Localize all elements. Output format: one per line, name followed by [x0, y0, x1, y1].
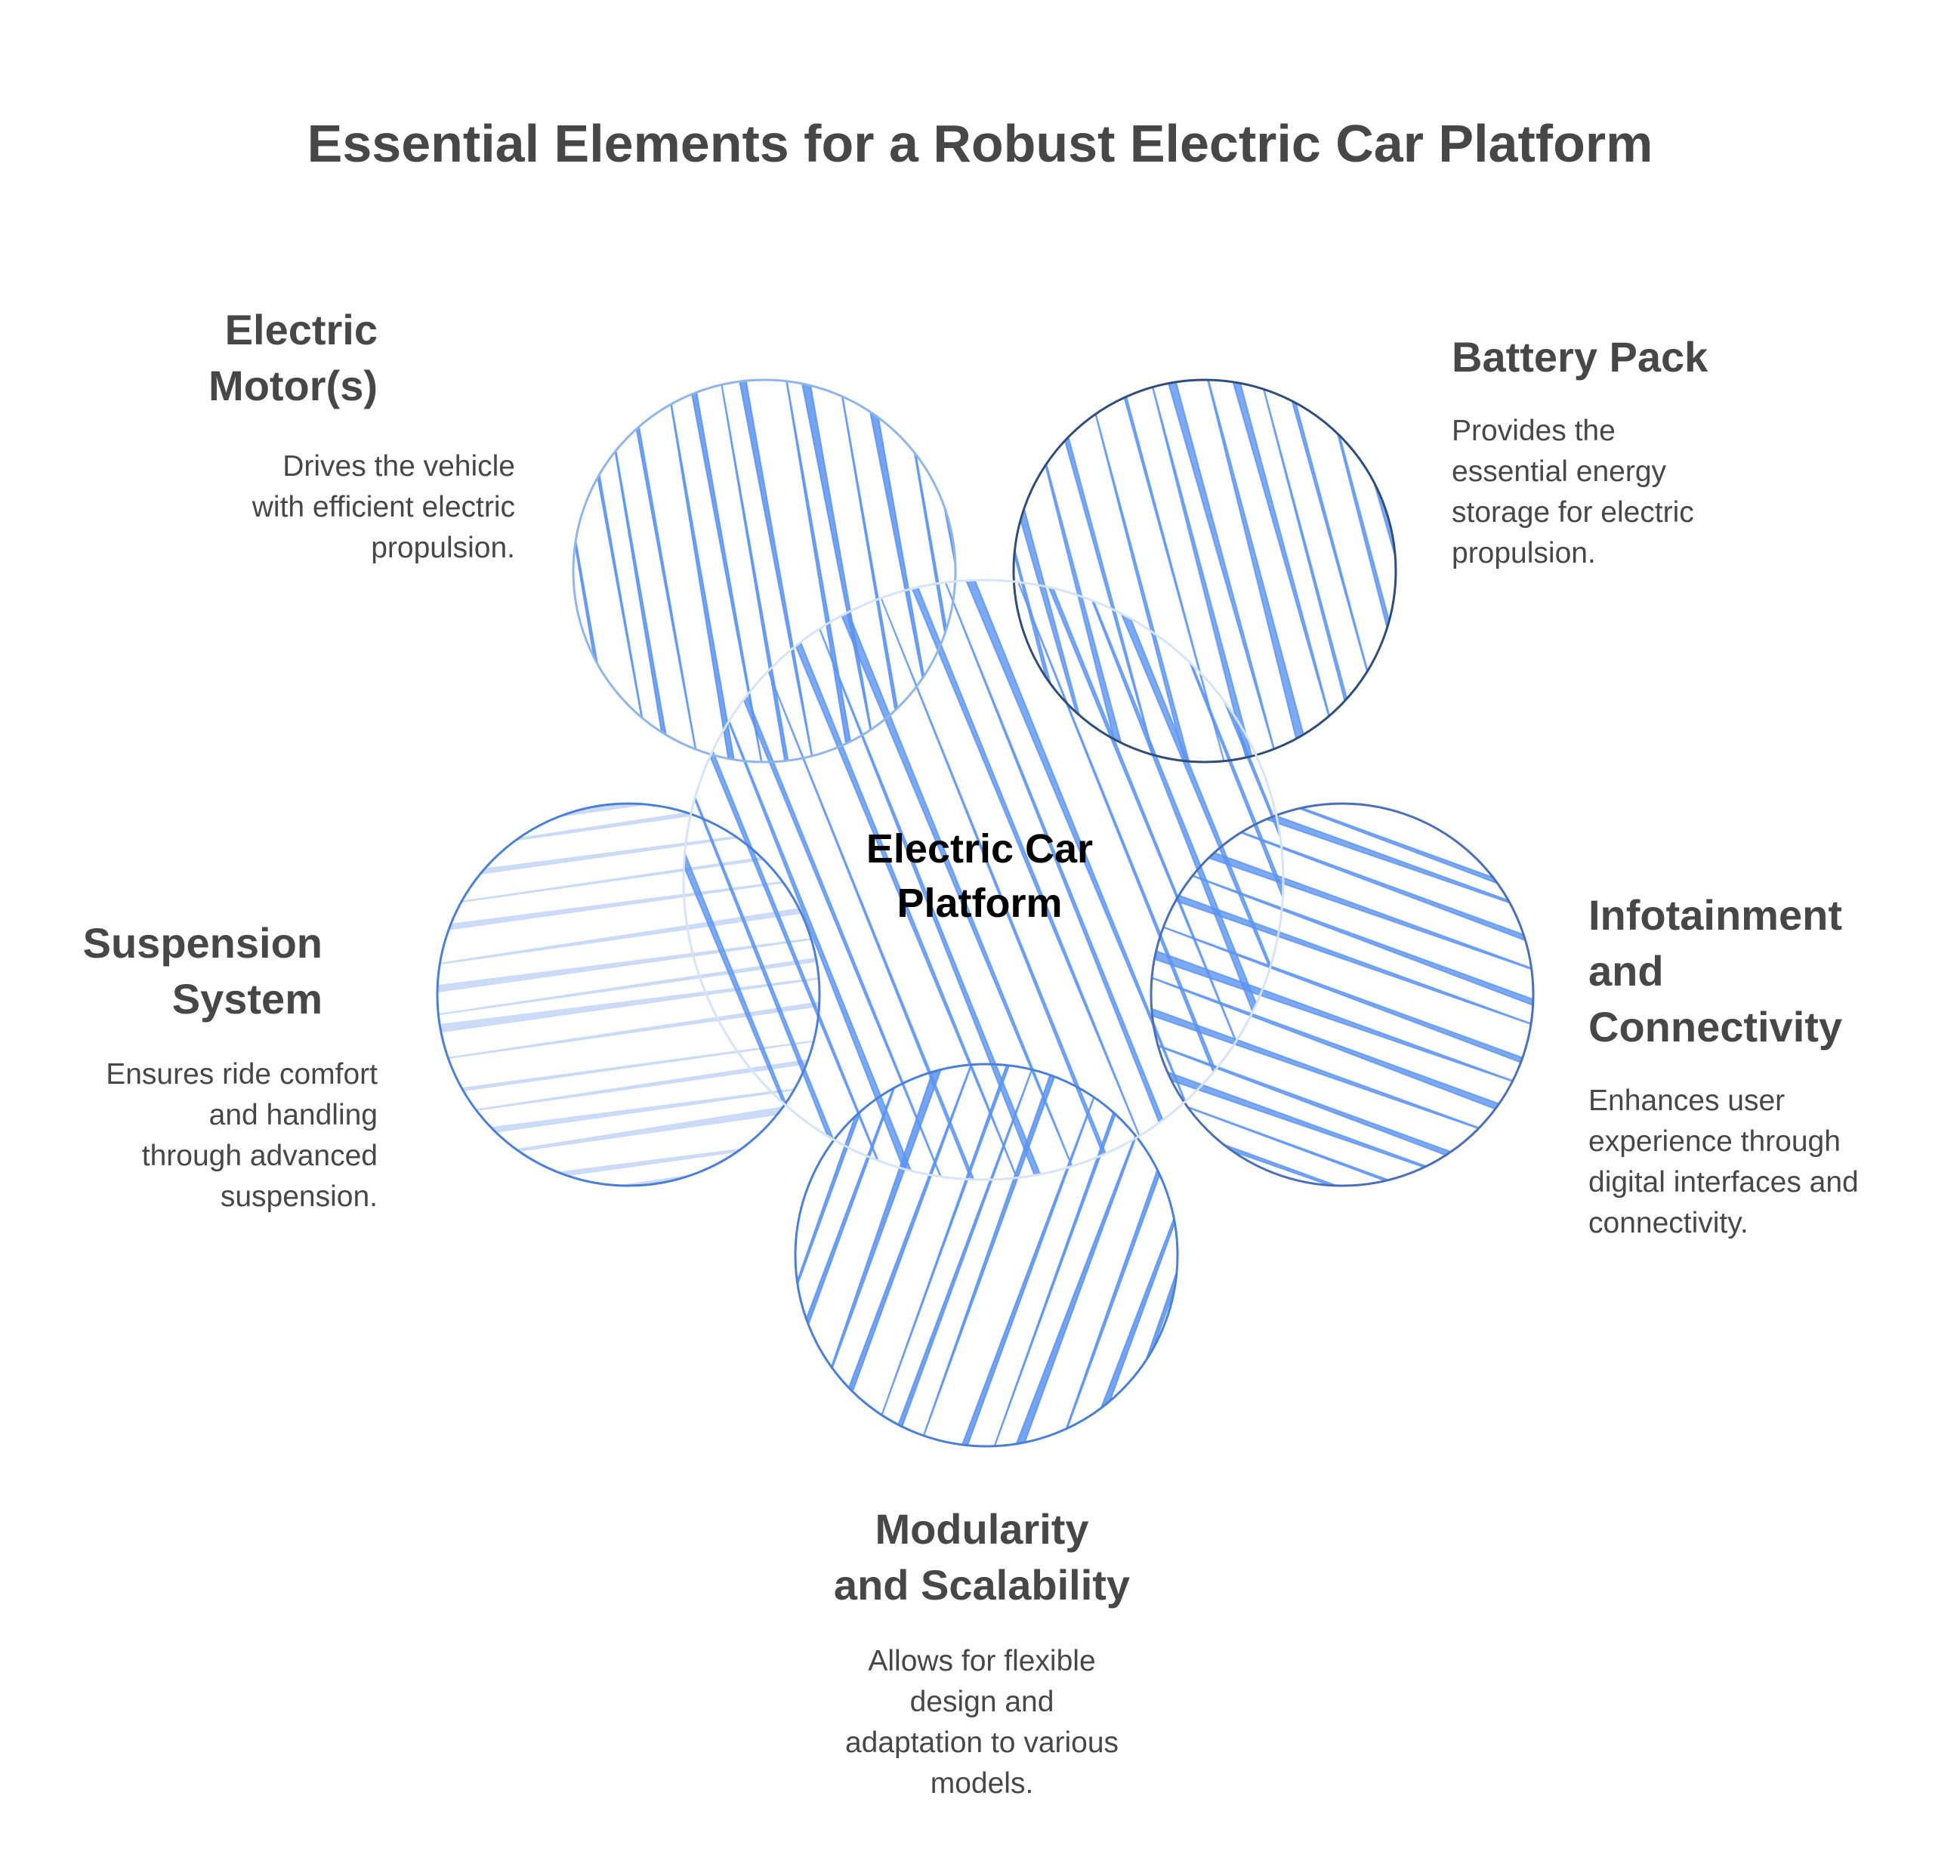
- suspension-description: Ensures ride comfort and handling throug…: [0, 1054, 378, 1217]
- infotainment-desc-line1: Enhances user: [1588, 1085, 1786, 1117]
- battery-desc-line3: storage for electric: [1452, 496, 1694, 529]
- battery-title: Battery Pack: [1452, 329, 1829, 385]
- modularity-desc-line3: adaptation to various: [844, 1726, 1119, 1759]
- modularity-desc-line4: models.: [930, 1767, 1034, 1800]
- infotainment-title-line1: Infotainment: [1588, 891, 1842, 939]
- infotainment-title: Infotainment and Connectivity: [1588, 887, 1951, 1055]
- center-circle: [682, 579, 1285, 1181]
- battery-desc-line4: propulsion.: [1452, 537, 1596, 569]
- battery-hatch-fill: [1014, 380, 1396, 762]
- modularity-title-line1: Modularity: [875, 1505, 1089, 1553]
- diagram-title: Essential Elements for a Robust Electric…: [307, 114, 1653, 173]
- battery-desc-line1: Provides the: [1452, 415, 1616, 447]
- motor-title-line1: Electric: [224, 306, 378, 353]
- battery-description: Provides the essential energy storage fo…: [1452, 411, 1829, 574]
- motor-desc-line2: with efficient electric: [252, 491, 515, 523]
- hatch-motor-strokes: [573, 380, 955, 762]
- battery-circle: [1012, 378, 1397, 764]
- motor-hatch-fill: [573, 380, 955, 762]
- motor-title: Electric Motor(s): [0, 302, 378, 414]
- modularity-title-line2: and Scalability: [833, 1561, 1131, 1609]
- center-label-line1: Electric Car: [866, 826, 1093, 872]
- suspension-desc-line1: Ensures ride comfort: [106, 1058, 378, 1091]
- suspension-hatch-fill: [437, 804, 819, 1186]
- infotainment-desc-line3: digital interfaces and: [1588, 1166, 1859, 1199]
- infotainment-desc-line4: connectivity.: [1588, 1207, 1749, 1239]
- battery-title-line1: Battery Pack: [1452, 333, 1708, 381]
- suspension-title-line1: Suspension: [82, 919, 323, 967]
- modularity-title: Modularity and Scalability: [755, 1501, 1208, 1613]
- modularity-circle: [794, 1063, 1179, 1448]
- suspension-desc-line4: suspension.: [220, 1180, 378, 1213]
- suspension-title-line2: System: [171, 975, 323, 1023]
- hatch-suspension-strokes: [437, 804, 819, 1186]
- modularity-desc-line1: Allows for flexible: [868, 1645, 1096, 1677]
- battery-desc-line2: essential energy: [1452, 455, 1667, 488]
- infotainment-description: Enhances user experience through digital…: [1588, 1081, 1951, 1244]
- hatch-battery-strokes: [1014, 380, 1396, 762]
- infotainment-title-line3: Connectivity: [1588, 1003, 1843, 1051]
- center-label-line2: Platform: [897, 881, 1062, 926]
- motor-desc-line1: Drives the vehicle: [282, 450, 515, 483]
- infotainment-desc-line2: experience through: [1588, 1125, 1841, 1158]
- motor-circle: [572, 378, 957, 764]
- suspension-circle: [436, 802, 821, 1187]
- motor-description: Drives the vehicle with efficient electr…: [62, 446, 515, 569]
- motor-desc-line3: propulsion.: [371, 532, 515, 564]
- suspension-desc-line2: and handling: [208, 1099, 378, 1131]
- motor-title-line2: Motor(s): [208, 362, 378, 409]
- suspension-desc-line3: through advanced: [141, 1140, 378, 1172]
- modularity-desc-line2: design and: [909, 1686, 1054, 1718]
- infotainment-title-line2: and: [1588, 947, 1664, 995]
- infotainment-circle: [1150, 802, 1535, 1187]
- modularity-description: Allows for flexible design and adaptatio…: [755, 1641, 1208, 1804]
- suspension-title: Suspension System: [5, 915, 323, 1027]
